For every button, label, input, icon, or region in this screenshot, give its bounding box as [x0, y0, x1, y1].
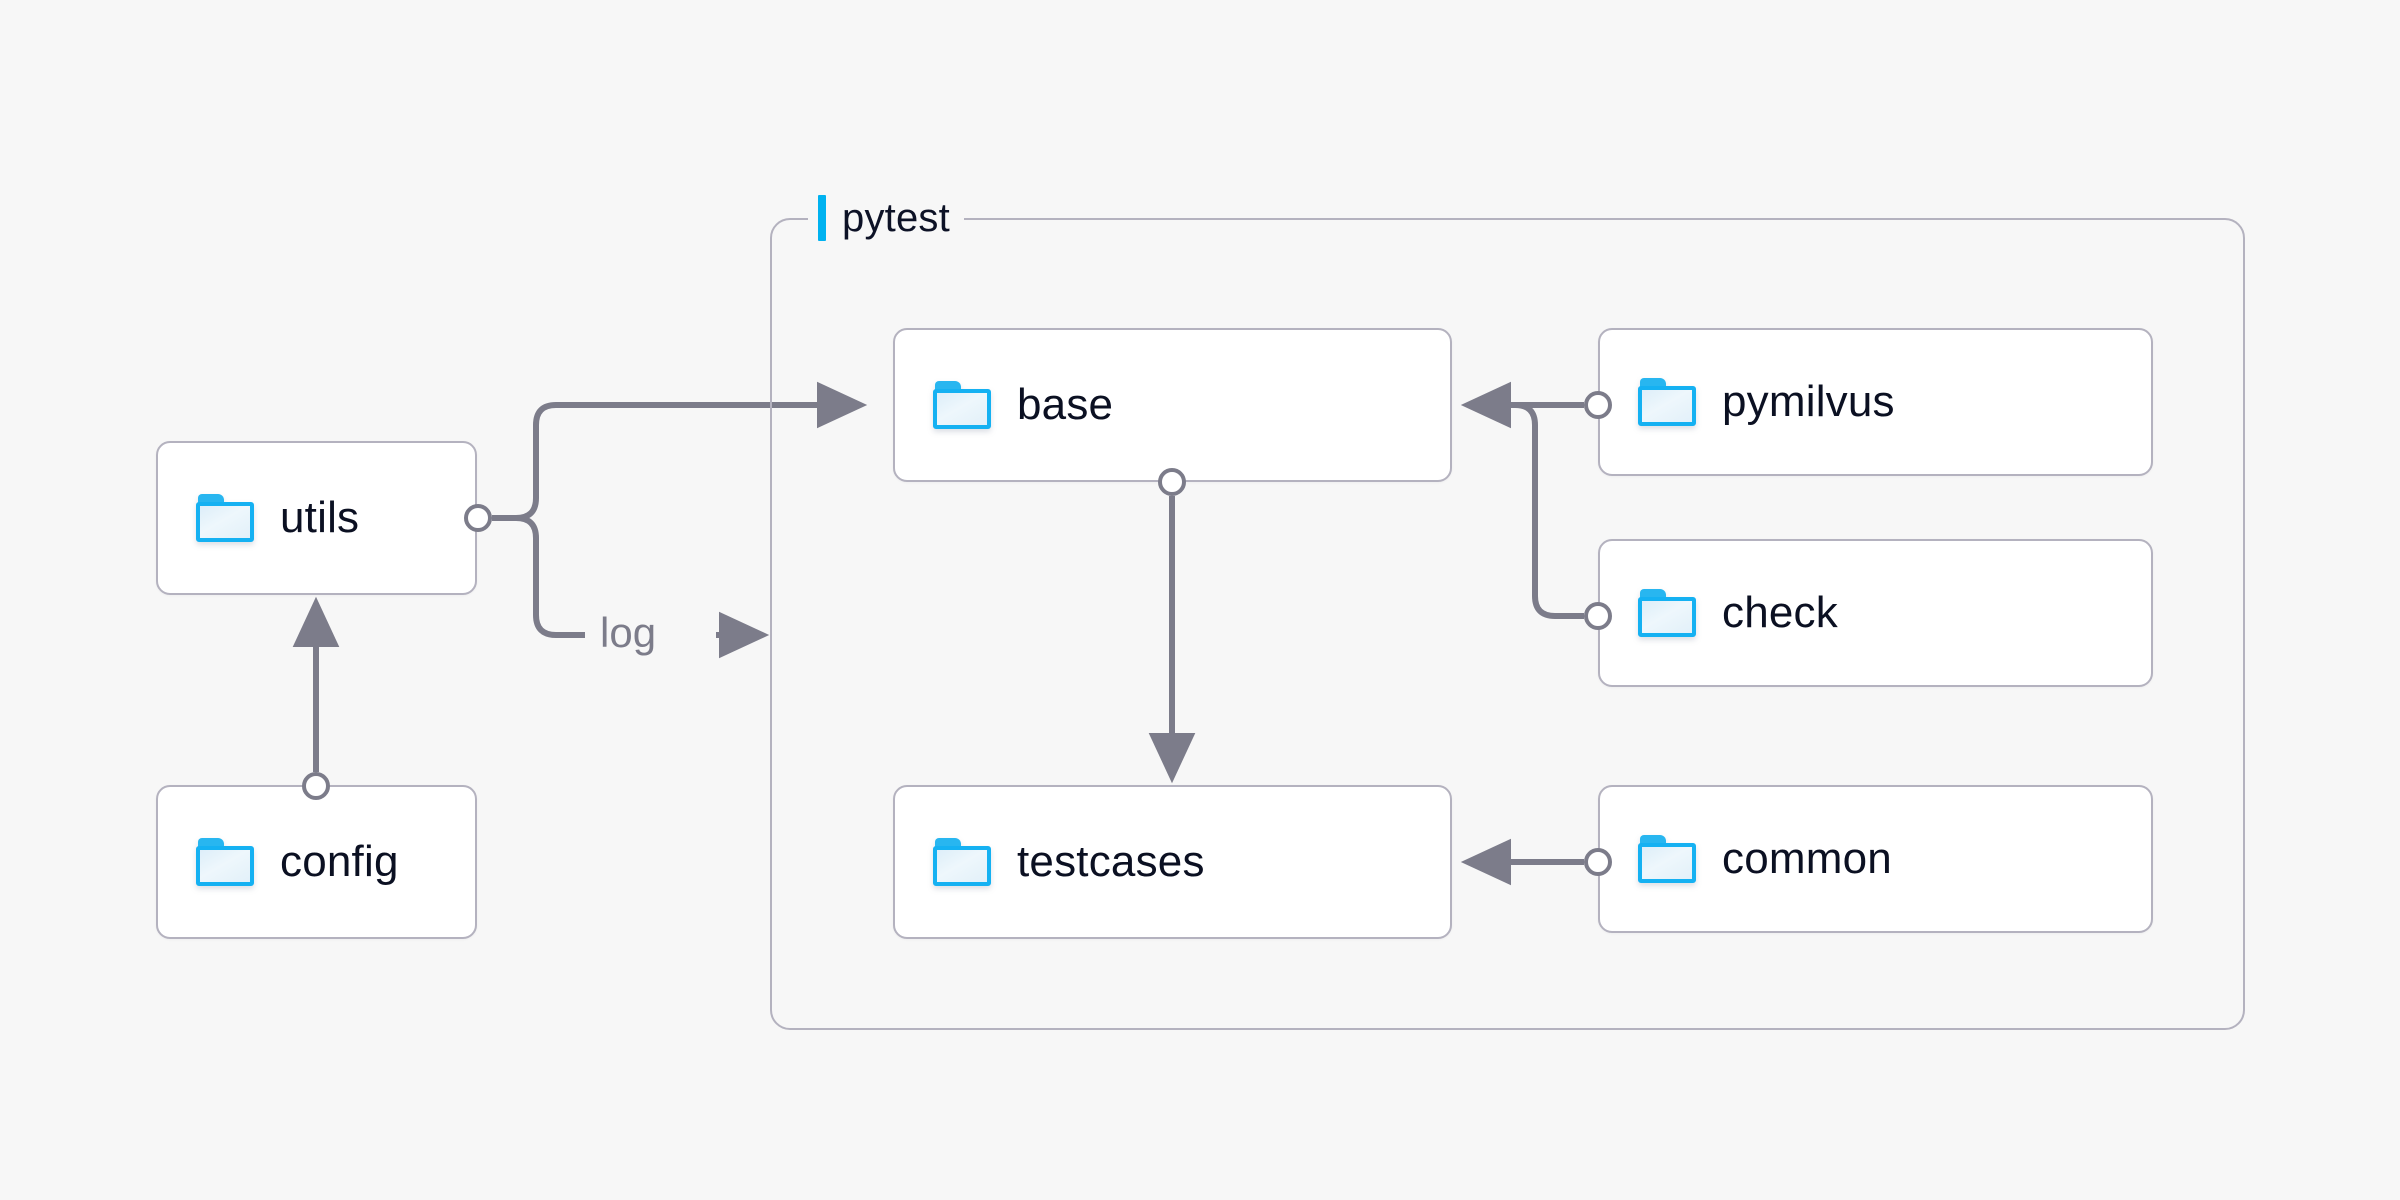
node-utils[interactable]: utils — [156, 441, 477, 595]
node-pymilvus-label: pymilvus — [1722, 377, 1895, 426]
folder-icon — [1638, 835, 1696, 883]
node-testcases[interactable]: testcases — [893, 785, 1452, 939]
edge-label-log: log — [600, 609, 657, 656]
node-utils-content: utils — [158, 494, 359, 542]
group-label-pytest: pytest — [808, 191, 964, 245]
folder-icon — [933, 838, 991, 886]
node-pymilvus-content: pymilvus — [1600, 378, 1895, 426]
node-base-label: base — [1017, 380, 1114, 429]
node-config-label: config — [280, 837, 399, 886]
node-common[interactable]: common — [1598, 785, 2153, 933]
port-base-bottom[interactable] — [1158, 468, 1186, 496]
node-pymilvus[interactable]: pymilvus — [1598, 328, 2153, 476]
node-config[interactable]: config — [156, 785, 477, 939]
node-check-label: check — [1722, 588, 1838, 637]
port-pymilvus-left[interactable] — [1584, 391, 1612, 419]
node-common-label: common — [1722, 834, 1892, 883]
folder-icon — [196, 494, 254, 542]
port-common-left[interactable] — [1584, 848, 1612, 876]
port-config-top[interactable] — [302, 772, 330, 800]
node-utils-label: utils — [280, 493, 360, 542]
node-config-content: config — [158, 838, 399, 886]
port-utils-right[interactable] — [464, 504, 492, 532]
node-base[interactable]: base — [893, 328, 1452, 482]
node-check-content: check — [1600, 589, 1838, 637]
folder-icon — [196, 838, 254, 886]
folder-icon — [933, 381, 991, 429]
node-testcases-content: testcases — [895, 838, 1205, 886]
node-check[interactable]: check — [1598, 539, 2153, 687]
group-title-text: pytest — [842, 196, 950, 240]
node-common-content: common — [1600, 835, 1892, 883]
node-testcases-label: testcases — [1017, 837, 1205, 886]
group-container-pytest — [770, 218, 2245, 1030]
folder-icon — [1638, 378, 1696, 426]
node-base-content: base — [895, 381, 1113, 429]
port-check-left[interactable] — [1584, 602, 1612, 630]
folder-icon — [1638, 589, 1696, 637]
group-accent-bar — [818, 195, 826, 241]
